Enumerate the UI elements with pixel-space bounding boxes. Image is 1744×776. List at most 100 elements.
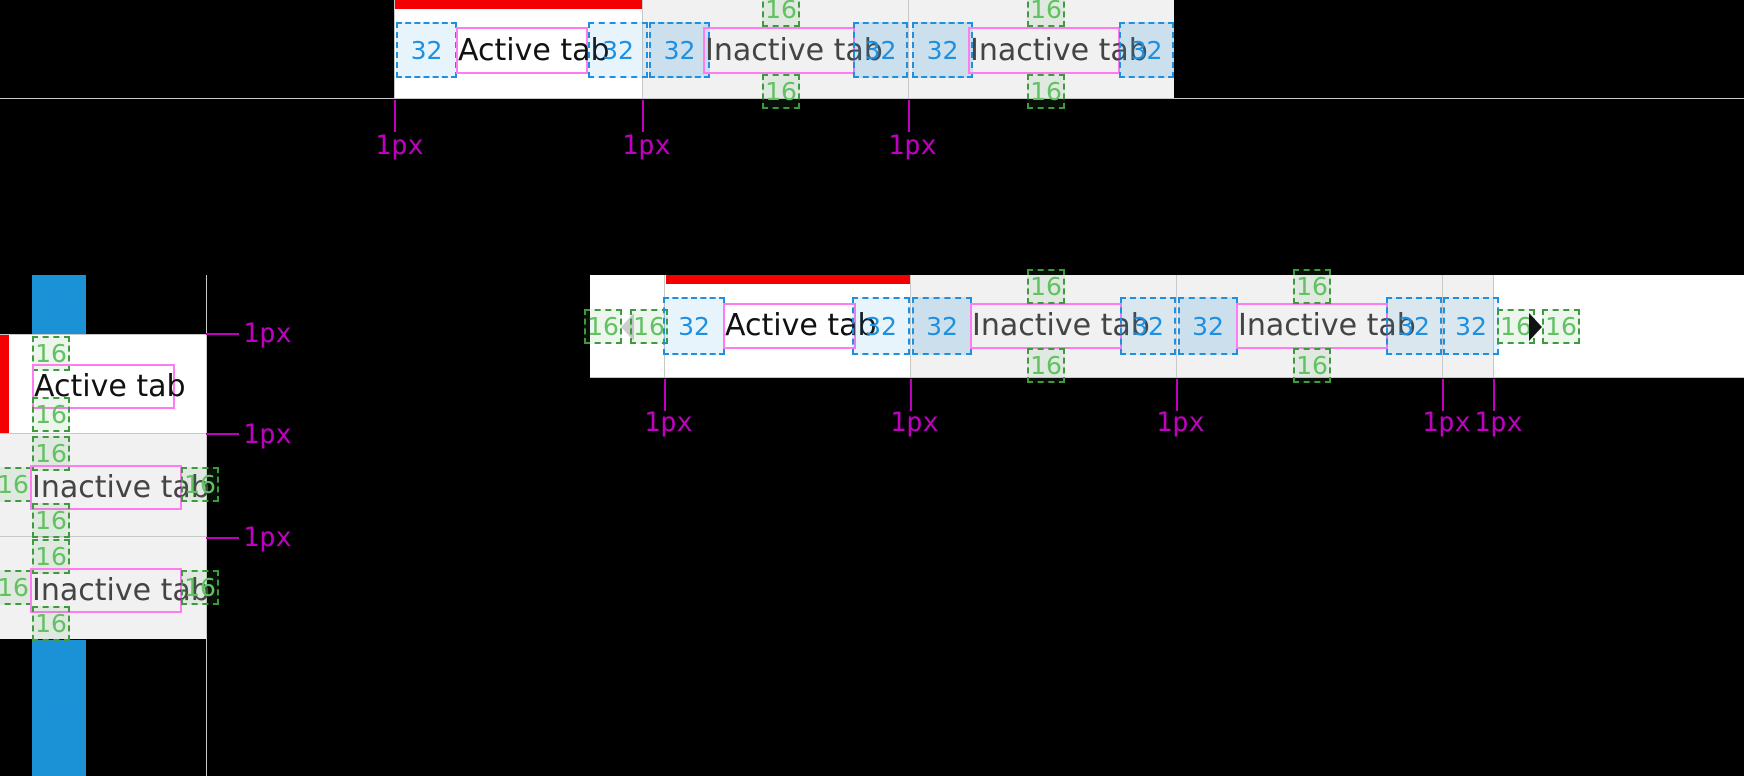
top-baseline-divider — [0, 98, 1744, 99]
top-active-tab-label: Active tab — [458, 32, 610, 68]
top-inactive-2-pad-top-16: 16 — [1027, 0, 1065, 27]
left-spec-group: 32 32 16 Active tab 16 16 — [0, 260, 320, 776]
spacing-value: 32 — [864, 35, 897, 65]
left-callout-tick-1 — [206, 333, 239, 335]
left-inactive-2-pad-top-16: 16 — [32, 539, 70, 574]
left-inactive-2-label: Inactive tab — [32, 572, 210, 608]
left-inactive-1-pad-right-16: 16 — [181, 467, 219, 502]
spacing-value: 32 — [865, 311, 897, 341]
right-divider-5 — [1493, 275, 1494, 378]
right-active-tab-label-box: Active tab — [723, 303, 877, 349]
right-active-indicator — [666, 275, 910, 284]
left-inactive-tab-1-surface[interactable] — [0, 434, 207, 536]
top-inactive-1-pad-left-32: 32 — [649, 22, 710, 78]
right-inactive-tab-2-surface[interactable] — [1176, 275, 1442, 378]
left-divider-1 — [0, 334, 207, 335]
spacing-value: 32 — [926, 311, 958, 341]
right-callout-tick-3 — [1176, 379, 1178, 411]
spacing-value: 16 — [1030, 272, 1062, 301]
spacing-value: 16 — [1030, 0, 1062, 24]
spacing-value: 16 — [765, 77, 797, 106]
left-inactive-2-pad-left-16: 16 — [0, 570, 32, 605]
left-callout-label-2: 1px — [243, 419, 292, 450]
spacing-value: 16 — [1296, 272, 1328, 301]
spacing-value: 16 — [1030, 77, 1062, 106]
right-inactive-1-pad-right-32: 32 — [1120, 297, 1176, 355]
left-divider-3 — [0, 536, 207, 537]
spacing-value: 16 — [765, 0, 797, 24]
spacing-value: 32 — [926, 35, 959, 65]
right-active-pad-right-32: 32 — [852, 297, 910, 355]
right-callout-label-5: 1px — [1474, 407, 1523, 438]
right-inactive-2-pad-top-16: 16 — [1293, 269, 1331, 304]
top-active-pad-right-32: 32 — [588, 22, 648, 78]
left-active-tab-label: Active tab — [34, 368, 186, 404]
right-active-pad-left-32: 32 — [663, 297, 725, 355]
right-callout-label-1: 1px — [644, 407, 693, 438]
top-active-tab-label-box: Active tab — [456, 27, 610, 74]
right-callout-label-2: 1px — [890, 407, 939, 438]
left-inactive-2-label-box: Inactive tab — [30, 568, 210, 613]
left-active-tab-label-box: Active tab — [32, 364, 186, 409]
spacing-value: 16 — [587, 312, 619, 341]
top-inactive-2-label-box: Inactive tab — [968, 27, 1148, 74]
right-callout-label-4: 1px — [1422, 407, 1471, 438]
right-scroll-right-pad-32: 32 — [1443, 297, 1499, 355]
top-divider-2 — [642, 0, 643, 98]
left-active-tab-surface[interactable] — [0, 335, 207, 433]
right-inactive-2-pad-bottom-16: 16 — [1293, 348, 1331, 383]
spacing-value: 16 — [35, 542, 67, 571]
left-active-indicator — [0, 335, 9, 433]
left-callout-label-3: 1px — [243, 522, 292, 553]
top-active-tab-surface[interactable] — [394, 0, 642, 98]
spacing-value: 16 — [0, 573, 29, 602]
spacing-value: 32 — [1192, 311, 1224, 341]
right-inactive-1-pad-bottom-16: 16 — [1027, 348, 1065, 383]
spacing-value: 16 — [184, 470, 216, 499]
right-spec-group: 16 16 32 Active tab 32 32 Inactive tab 3… — [584, 269, 1744, 525]
top-callout-label-3: 1px — [888, 130, 937, 161]
left-inactive-1-label-box: Inactive tab — [30, 465, 210, 510]
top-inactive-2-pad-left-32: 32 — [912, 22, 973, 78]
top-inactive-1-label-box: Inactive tab — [703, 27, 883, 74]
spacing-value: 16 — [35, 506, 67, 535]
left-touch-target-bottom: 32 — [32, 640, 86, 776]
right-inactive-tab-1-surface[interactable] — [910, 275, 1176, 378]
left-callout-tick-2 — [206, 433, 239, 435]
left-inactive-1-pad-left-16b: 16 — [0, 467, 32, 502]
chevron-right-icon[interactable] — [1520, 308, 1550, 346]
right-scroll-right-gap — [1442, 275, 1494, 378]
spacing-value: 16 — [35, 400, 67, 429]
top-divider-3 — [908, 0, 909, 98]
touch-target-value: 32 — [43, 290, 75, 320]
right-inactive-2-label-box: Inactive tab — [1236, 303, 1416, 349]
spacing-value: 16 — [1545, 312, 1577, 341]
left-active-pad-bottom-16: 16 — [32, 397, 70, 432]
top-inactive-1-pad-bottom-16: 16 — [762, 74, 800, 109]
top-inactive-tab-2-surface[interactable] — [909, 0, 1174, 98]
left-touch-target-top: 32 — [32, 275, 86, 335]
right-divider-3 — [1176, 275, 1177, 378]
right-active-tab-surface[interactable] — [665, 275, 910, 378]
left-inactive-tab-2-surface[interactable] — [0, 537, 207, 639]
spacing-value: 16 — [35, 439, 67, 468]
left-callout-label-1: 1px — [243, 318, 292, 349]
left-callout-tick-3 — [206, 537, 239, 539]
left-inactive-2-pad-bottom-16: 16 — [32, 606, 70, 641]
right-callout-tick-2 — [910, 379, 912, 411]
top-active-indicator — [394, 0, 642, 9]
top-spec-group: 32 Active tab 32 32 Inactive tab 32 16 1… — [0, 0, 1744, 200]
spacing-value: 16 — [1296, 351, 1328, 380]
top-inactive-1-pad-top-16: 16 — [762, 0, 800, 27]
spacing-value: 32 — [1130, 35, 1163, 65]
right-callout-tick-4 — [1442, 379, 1444, 411]
right-active-tab-label: Active tab — [725, 308, 877, 343]
left-inactive-1-pad-bottom-16: 16 — [32, 503, 70, 538]
spacing-value: 16 — [35, 609, 67, 638]
right-inactive-2-pad-right-32: 32 — [1386, 297, 1442, 355]
right-scroll-right-pad-right-16: 16 — [1542, 309, 1580, 344]
left-right-edge-rule — [206, 275, 207, 776]
top-inactive-tab-1-surface[interactable] — [643, 0, 908, 98]
spacing-value: 32 — [602, 35, 634, 65]
